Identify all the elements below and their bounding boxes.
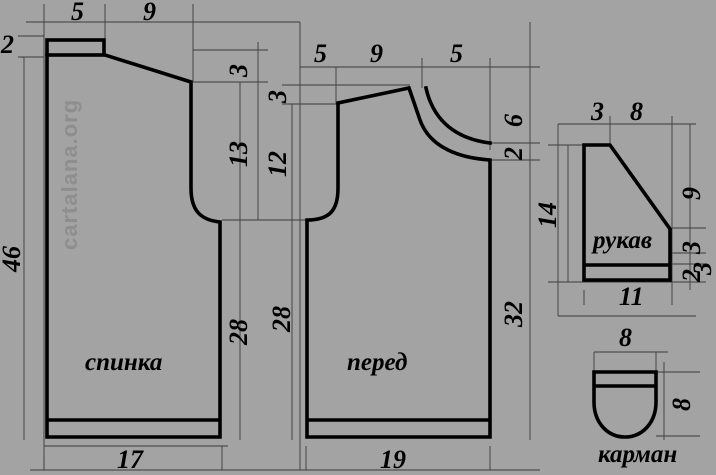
back-dim-shoulder-drop: 3 — [224, 64, 253, 78]
front-neck-band — [423, 85, 493, 146]
front-dim-right-side: 32 — [499, 301, 528, 328]
back-dim-neck-width: 5 — [71, 0, 84, 26]
back-dim-width: 17 — [117, 445, 144, 474]
sleeve-label: рукав — [591, 227, 652, 254]
sleeve-dim-width: 11 — [619, 282, 644, 311]
front-dim-neck-width: 9 — [370, 39, 383, 68]
sleeve-dim-height: 14 — [533, 202, 562, 228]
watermark: cartalana.org — [57, 99, 82, 250]
back-dim-shoulder-width: 9 — [143, 0, 156, 26]
front-dim-side: 28 — [267, 306, 296, 333]
back-dim-total-height: 46 — [0, 246, 26, 273]
back-dim-side: 28 — [224, 319, 253, 346]
front-dim-armhole: 12 — [263, 151, 292, 177]
sleeve-dim-upper-band: 3 — [677, 241, 706, 255]
back-label: спинка — [85, 349, 162, 376]
pocket-dim-width: 8 — [619, 323, 632, 352]
sleeve-piece — [582, 143, 672, 282]
back-piece — [45, 38, 222, 439]
sleeve-dim-lower-band: 2 — [677, 269, 706, 283]
sleeve-dim-top-left: 3 — [590, 97, 604, 126]
sleeve-dim-slope: 9 — [677, 187, 706, 200]
pocket-label: карман — [598, 441, 677, 468]
front-piece — [305, 85, 493, 439]
back-dim-neck-band: 2 — [0, 30, 14, 59]
front-dim-right-shoulder: 5 — [450, 39, 463, 68]
pocket-outline — [592, 370, 658, 439]
back-outline — [45, 52, 222, 439]
front-label: перед — [347, 349, 407, 376]
front-dim-neck-depth: 6 — [499, 114, 528, 127]
sleeve-dim-cuff: 3 — [688, 262, 716, 276]
pocket-dim-height: 8 — [667, 398, 696, 411]
pocket-piece — [592, 370, 658, 439]
dimension-lines — [18, 4, 706, 471]
front-dim-width: 19 — [380, 445, 406, 474]
front-dim-neck-band: 2 — [499, 147, 528, 161]
sleeve-outline — [582, 143, 672, 282]
front-dim-shoulder-drop: 3 — [263, 90, 292, 104]
back-dim-armhole: 13 — [224, 141, 253, 167]
back-neck-band — [45, 38, 106, 57]
sleeve-dim-top-right: 8 — [630, 97, 643, 126]
front-dim-left-shoulder: 5 — [314, 39, 327, 68]
front-outline — [305, 85, 492, 439]
